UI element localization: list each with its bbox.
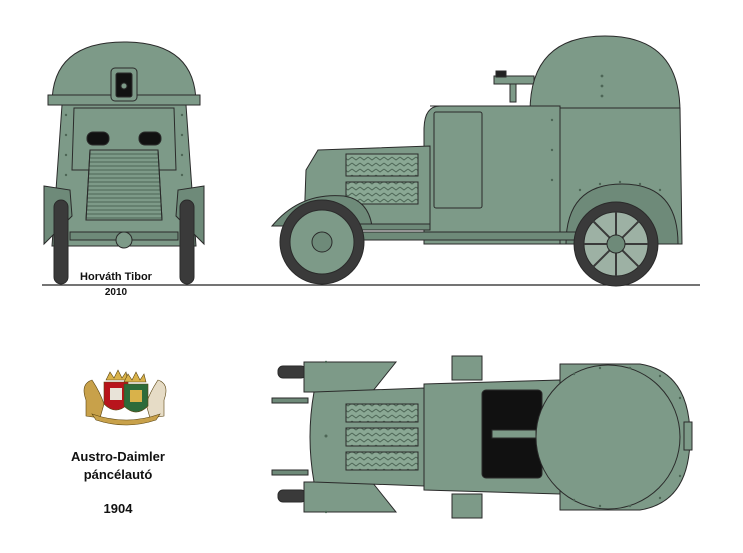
side-view — [270, 35, 683, 287]
top-view — [271, 355, 693, 519]
austro-hungarian-coat-of-arms-icon — [83, 369, 167, 426]
vehicle-name-line-1: Austro-Daimler — [71, 449, 165, 464]
drawing-year: 2010 — [104, 287, 128, 298]
vehicle-name-line-2: páncélautó — [83, 467, 153, 482]
author-credit: Horváth Tibor — [80, 271, 152, 283]
front-view — [43, 41, 205, 285]
vehicle-year: 1904 — [103, 501, 133, 516]
